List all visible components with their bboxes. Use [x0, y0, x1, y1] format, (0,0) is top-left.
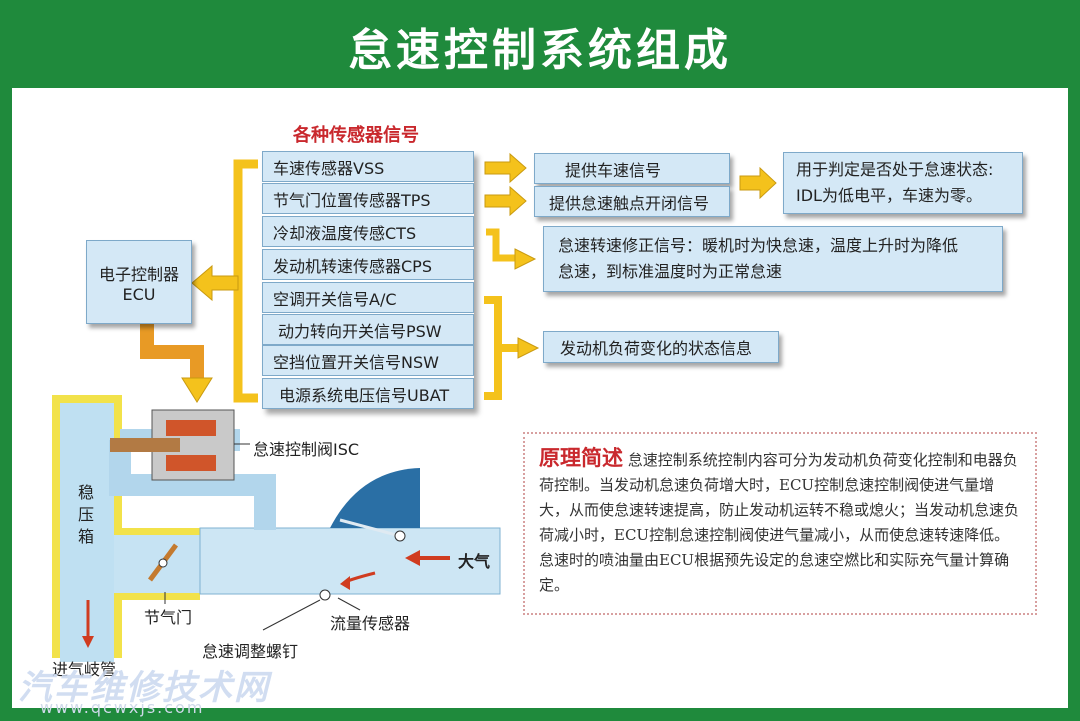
flow-sensor-housing	[330, 468, 420, 528]
arrow-load	[517, 337, 540, 359]
flow-sensor-flap	[339, 518, 401, 538]
sensor-item: 空调开关信号A/C	[262, 282, 474, 313]
isc-label: 怠速控制阀ISC	[253, 440, 360, 459]
ecu-box: 电子控制器 ECU	[86, 240, 192, 324]
surge-tank-label: 稳 压 箱	[78, 483, 95, 546]
watermark-url: www.qcwxjs.com	[40, 698, 205, 717]
adjust-screw-label: 怠速调整螺钉	[202, 642, 299, 661]
correction-line2: 怠速，到标准温度时为正常怠速	[558, 262, 783, 281]
sensor-bracket	[233, 159, 258, 403]
cts-bracket	[486, 228, 518, 262]
arrow-judge	[739, 166, 777, 200]
idle-judge-line1: 用于判定是否处于怠速状态:	[796, 160, 994, 179]
principle-summary: 原理简述 怠速控制系统控制内容可分为发动机负荷变化控制和电器负荷控制。当发动机怠…	[523, 432, 1037, 615]
idle-judge-box: 用于判定是否处于怠速状态: IDL为低电平，车速为零。	[783, 152, 1023, 214]
sensor-item: 节气门位置传感器TPS	[262, 183, 474, 214]
ecu-to-isc-line	[140, 322, 204, 380]
sensor-item: 车速传感器VSS	[262, 151, 474, 182]
bypass-passage	[109, 440, 276, 530]
idle-contact-signal-box: 提供怠速触点开闭信号	[534, 186, 730, 217]
speed-correction-box: 怠速转速修正信号：暖机时为快怠速，温度上升时为降低 怠速，到标准温度时为正常怠速	[543, 226, 1003, 292]
sensor-item: 空挡位置开关信号NSW	[262, 345, 474, 376]
correction-line1: 怠速转速修正信号：暖机时为快怠速，温度上升时为降低	[558, 236, 959, 255]
summary-title: 原理简述	[539, 446, 623, 470]
arrow-vss	[484, 152, 527, 184]
atmosphere-label: 大气	[458, 552, 491, 571]
summary-text: 怠速控制系统控制内容可分为发动机负荷变化控制和电器负荷控制。当发动机怠速负荷增大…	[539, 451, 1020, 594]
ecu-abbrev: ECU	[122, 284, 156, 304]
arrow-tps	[484, 185, 527, 217]
sensor-item: 冷却液温度传感CTS	[262, 216, 474, 247]
load-state-box: 发动机负荷变化的状态信息	[543, 331, 779, 363]
flow-sensor-label: 流量传感器	[330, 614, 411, 633]
arrow-to-isc	[181, 377, 213, 403]
arrow-to-ecu	[191, 264, 239, 302]
sensor-item: 电源系统电压信号UBAT	[262, 378, 474, 409]
speed-signal-box: 提供车速信号	[534, 153, 730, 184]
load-bracket	[484, 296, 520, 400]
idle-judge-line2: IDL为低电平，车速为零。	[796, 186, 982, 205]
intake-manifold-label: 进气岐管	[52, 660, 117, 679]
page-title: 怠速控制系统组成	[348, 25, 732, 76]
sensor-item: 动力转向开关信号PSW	[262, 314, 474, 345]
surge-tank-body	[60, 403, 114, 590]
throttle-label: 节气门	[144, 608, 193, 627]
watermark-logo: 汽车维修技术网	[18, 668, 270, 708]
adjust-screw	[319, 589, 331, 601]
arrow-cts	[514, 248, 537, 270]
sensor-item: 发动机转速传感器CPS	[262, 249, 474, 280]
ecu-label: 电子控制器	[98, 264, 179, 284]
sensor-group-title: 各种传感器信号	[293, 125, 419, 146]
